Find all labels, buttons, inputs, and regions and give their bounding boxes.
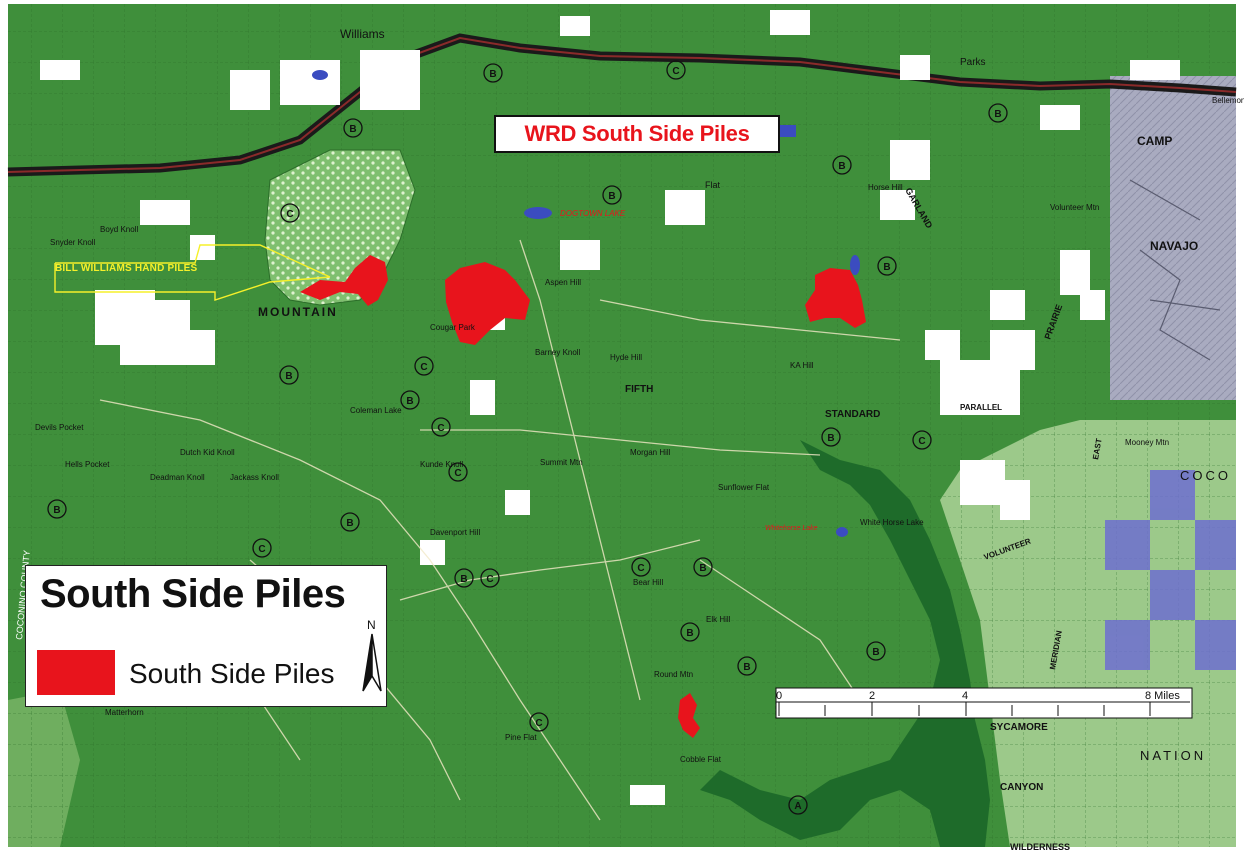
svg-text:B: B — [827, 433, 834, 444]
label-hells-pocket: Hells Pocket — [65, 460, 110, 469]
south-side-piles[interactable] — [300, 255, 866, 738]
private-land-parcels — [40, 10, 1180, 805]
label-round-mtn: Round Mtn — [654, 670, 693, 679]
label-parks: Parks — [960, 57, 986, 68]
label-aspen-hill: Aspen Hill — [545, 278, 581, 287]
legend-title: South Side Piles — [40, 572, 346, 616]
camp-navajo-area — [1110, 76, 1236, 400]
label-coco: COCO — [1180, 468, 1231, 483]
label-bellemont: Bellemont — [1212, 96, 1244, 105]
label-kunde-knoll: Kunde Knoll — [420, 460, 463, 469]
label-devils-pocket: Devils Pocket — [35, 423, 84, 432]
svg-text:B: B — [994, 109, 1001, 120]
legend-item-label: South Side Piles — [129, 658, 335, 689]
sycamore-canyon — [700, 440, 990, 847]
bill-williams-hand-piles-label: BILL WILLIAMS HAND PILES — [55, 263, 198, 274]
svg-text:B: B — [406, 396, 413, 407]
svg-text:B: B — [346, 518, 353, 529]
label-cougar-park: Cougar Park — [430, 323, 476, 332]
svg-text:C: C — [637, 563, 644, 574]
label-sunflower-flat: Sunflower Flat — [718, 483, 770, 492]
scale-tick-4: 4 — [962, 690, 968, 702]
svg-text:B: B — [743, 662, 750, 673]
scale-bar: 0 2 4 8 Miles — [775, 687, 1193, 719]
svg-text:C: C — [672, 66, 679, 77]
svg-text:B: B — [460, 574, 467, 585]
svg-text:B: B — [699, 563, 706, 574]
pile-area-central[interactable] — [445, 262, 530, 345]
label-hyde-hill: Hyde Hill — [610, 353, 642, 362]
label-morgan-hill: Morgan Hill — [630, 448, 671, 457]
label-standard: STANDARD — [825, 409, 880, 420]
svg-text:B: B — [489, 69, 496, 80]
label-white-horse-lake: White Horse Lake — [860, 518, 924, 527]
svg-text:A: A — [794, 801, 801, 812]
label-jackass-knoll: Jackass Knoll — [230, 473, 279, 482]
scale-tick-2: 2 — [869, 690, 875, 702]
scale-tick-8: 8 Miles — [1145, 690, 1180, 702]
svg-text:B: B — [883, 262, 890, 273]
svg-text:C: C — [918, 436, 925, 447]
label-matterhorn: Matterhorn — [105, 708, 144, 717]
bill-williams-callout — [54, 244, 331, 301]
svg-text:B: B — [349, 124, 356, 135]
svg-text:C: C — [486, 574, 493, 585]
label-camp: CAMP — [1137, 134, 1172, 148]
map-title: WRD South Side Piles — [524, 121, 750, 146]
legend: South Side Piles South Side Piles N — [25, 565, 387, 707]
label-navajo: NAVAJO — [1150, 239, 1198, 253]
label-volunteer-mtn: Volunteer Mtn — [1050, 203, 1099, 212]
label-nation: NATION — [1140, 748, 1206, 763]
label-boyd-knoll: Boyd Knoll — [100, 225, 138, 234]
state-land-squares — [1105, 470, 1236, 670]
map-title-box: WRD South Side Piles — [494, 115, 780, 153]
label-sycamore: SYCAMORE — [990, 722, 1048, 733]
svg-text:C: C — [420, 362, 427, 373]
pile-area-bill-williams[interactable] — [300, 255, 388, 306]
north-label: N — [367, 618, 376, 632]
svg-text:C: C — [286, 209, 293, 220]
svg-text:B: B — [686, 628, 693, 639]
svg-text:B: B — [608, 191, 615, 202]
label-horse-hill: Horse Hill — [868, 183, 903, 192]
label-wilderness: WILDERNESS — [1010, 842, 1070, 852]
label-davenport-hill: Davenport Hill — [430, 528, 480, 537]
label-coleman-lake: Coleman Lake — [350, 406, 402, 415]
svg-text:C: C — [535, 718, 542, 729]
label-ka-hill: KA Hill — [790, 361, 814, 370]
svg-text:B: B — [838, 161, 845, 172]
label-bear-hill: Bear Hill — [633, 578, 663, 587]
svg-text:B: B — [53, 505, 60, 516]
label-flat: Flat — [705, 180, 721, 190]
north-arrow-icon — [362, 633, 382, 692]
pile-area-round-mtn[interactable] — [678, 693, 700, 738]
label-east: EAST — [1091, 438, 1104, 461]
label-whitehorse-lake: Whitehorse Lake — [765, 525, 818, 532]
svg-text:B: B — [285, 371, 292, 382]
label-summit-mtn: Summit Mtn — [540, 458, 583, 467]
label-mooney-mtn: Mooney Mtn — [1125, 438, 1169, 447]
label-pine-flat: Pine Flat — [505, 733, 537, 742]
legend-swatch-red — [37, 650, 115, 695]
label-canyon: CANYON — [1000, 782, 1043, 793]
label-elk-hill: Elk Hill — [706, 615, 731, 624]
label-dogtown-lake: DOGTOWN LAKE — [560, 209, 626, 218]
forest-symbols — [39, 60, 1008, 815]
lakes — [312, 70, 860, 537]
label-parallel: PARALLEL — [960, 403, 1002, 412]
label-cobble-flat: Cobble Flat — [680, 755, 722, 764]
scale-tick-0: 0 — [776, 690, 782, 702]
svg-text:C: C — [437, 423, 444, 434]
svg-text:C: C — [454, 468, 461, 479]
label-williams: Williams — [340, 27, 385, 41]
label-dutch-kid-knoll: Dutch Kid Knoll — [180, 448, 235, 457]
pile-area-garland[interactable] — [805, 268, 866, 328]
label-deadman-knoll: Deadman Knoll — [150, 473, 205, 482]
svg-text:C: C — [258, 544, 265, 555]
label-mountain: MOUNTAIN — [258, 305, 338, 319]
label-barney-knoll: Barney Knoll — [535, 348, 581, 357]
label-snyder-knoll: Snyder Knoll — [50, 238, 96, 247]
label-fifth: FIFTH — [625, 384, 653, 395]
svg-text:B: B — [872, 647, 879, 658]
